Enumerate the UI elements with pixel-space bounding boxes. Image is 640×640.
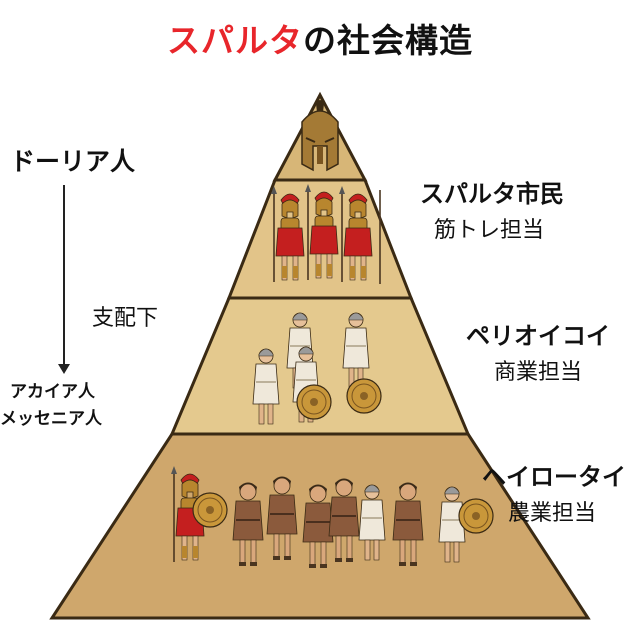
title-accent: スパルタ bbox=[167, 21, 303, 60]
round-shield-icon bbox=[346, 378, 382, 414]
tier-name-perioikoi: ペリオイコイ bbox=[466, 322, 610, 350]
relation-label: 支配下 bbox=[92, 306, 159, 331]
round-shield-icon bbox=[458, 498, 494, 534]
subject-label-achaea: アカイア人 bbox=[10, 382, 95, 402]
round-shield-icon bbox=[192, 492, 228, 528]
title-rest: の社会構造 bbox=[303, 21, 473, 60]
arrow-down-icon bbox=[58, 364, 70, 374]
tier-name-spartiates: スパルタ市民 bbox=[420, 180, 564, 208]
corinthian-helmet-icon bbox=[301, 100, 339, 172]
tier-role-spartiates: 筋トレ担当 bbox=[434, 218, 545, 243]
round-shield-icon bbox=[296, 384, 332, 420]
tier-role-perioikoi: 商業担当 bbox=[494, 360, 583, 385]
page-title: スパルタの社会構造 bbox=[0, 14, 640, 62]
tier-name-helots: ヘイロータイ bbox=[482, 463, 626, 491]
subject-label-messenia: メッセニア人 bbox=[0, 409, 102, 429]
tier-role-helots: 農業担当 bbox=[508, 501, 597, 526]
domination-arrow-line bbox=[63, 185, 65, 367]
ruler-label: ドーリア人 bbox=[10, 147, 136, 176]
